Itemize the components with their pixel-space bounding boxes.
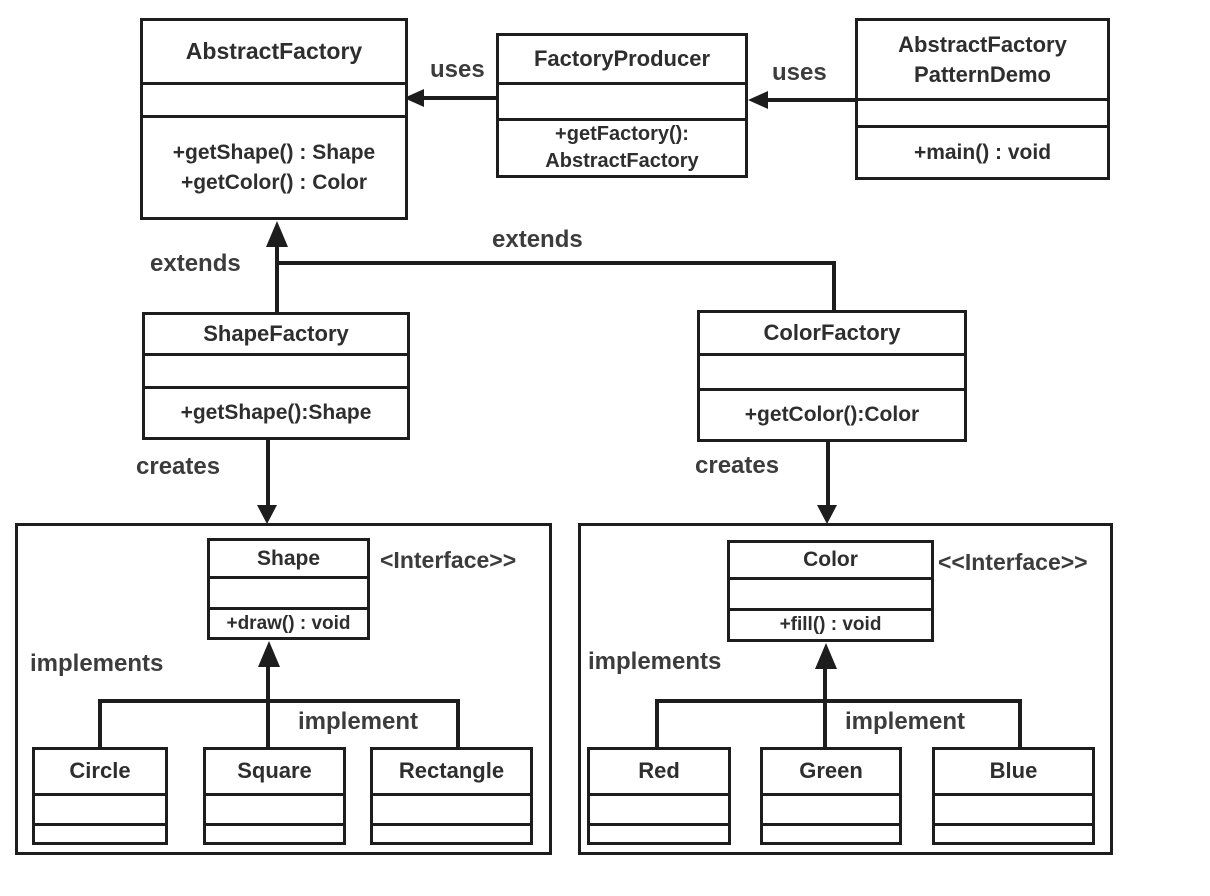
arrowhead-down-icon [817, 505, 837, 524]
class-box-colorfactory: ColorFactory +getColor():Color [697, 310, 967, 442]
empty-fields-compartment [373, 793, 530, 823]
implements-line-rectangle [456, 699, 460, 747]
uml-method: +getShape():Shape [180, 401, 372, 424]
class-box-square: Square [203, 747, 346, 845]
empty-fields-compartment [858, 98, 1107, 125]
implements-line-green [823, 662, 827, 747]
class-title: Red [638, 758, 680, 784]
extends-line-horizontal [275, 261, 836, 265]
uml-method: AbstractFactory [545, 150, 699, 172]
class-title: Shape [256, 546, 321, 570]
uml-method: +getColor():Color [744, 403, 920, 426]
class-box-abstractfactorypatterndemo: AbstractFactory PatternDemo +main() : vo… [855, 18, 1110, 180]
creates-line-color [826, 442, 830, 508]
implements-line-circle [98, 699, 102, 747]
implement-label: implement [845, 708, 966, 735]
extends-line-colorfactory [832, 261, 836, 310]
empty-methods-compartment [763, 823, 899, 842]
implements-label: implements [588, 648, 722, 675]
class-box-color: Color +fill() : void [727, 540, 934, 642]
interface-stereotype-label: <Interface>> [380, 547, 517, 573]
class-title: Green [799, 758, 863, 784]
arrowhead-up-icon [266, 221, 288, 247]
empty-fields-compartment [143, 82, 405, 115]
class-title: Square [237, 758, 312, 784]
extends-label: extends [150, 250, 241, 277]
uml-method: +getColor() : Color [180, 170, 368, 194]
class-title: Circle [69, 758, 131, 784]
empty-fields-compartment [763, 793, 899, 823]
interface-stereotype-label: <<Interface>> [938, 549, 1088, 575]
empty-fields-compartment [590, 793, 728, 823]
empty-methods-compartment [35, 823, 165, 842]
extends-label: extends [492, 226, 583, 253]
uses-line-demo [766, 98, 855, 102]
uses-label: uses [430, 56, 485, 83]
empty-methods-compartment [373, 823, 530, 842]
class-box-shape: Shape +draw() : void [207, 538, 370, 640]
implements-line-square [266, 660, 270, 747]
uml-method: +draw() : void [226, 612, 351, 634]
implements-line-red [655, 699, 659, 747]
creates-line-shape [266, 440, 270, 508]
empty-fields-compartment [35, 793, 165, 823]
empty-fields-compartment [206, 793, 343, 823]
arrowhead-left-icon [748, 91, 768, 109]
class-box-red: Red [587, 747, 731, 845]
class-title: ShapeFactory [203, 320, 349, 346]
creates-label: creates [136, 453, 221, 480]
class-title: Blue [989, 758, 1038, 784]
implements-line-horizontal-color [655, 699, 1022, 703]
class-title-line1: AbstractFactory [898, 31, 1067, 57]
implement-label: implement [298, 708, 419, 735]
uml-method: +fill() : void [779, 614, 882, 635]
empty-fields-compartment [210, 576, 367, 607]
class-title: FactoryProducer [533, 45, 711, 71]
arrowhead-up-icon [815, 643, 837, 669]
class-box-green: Green [760, 747, 902, 845]
class-title-line2: PatternDemo [914, 61, 1051, 87]
creates-label: creates [695, 452, 780, 479]
arrowhead-left-icon [404, 89, 424, 107]
implements-label: implements [30, 650, 164, 677]
class-box-blue: Blue [932, 747, 1095, 845]
class-box-rectangle: Rectangle [370, 747, 533, 845]
class-title: AbstractFactory [185, 37, 363, 64]
class-box-factoryproducer: FactoryProducer +getFactory(): AbstractF… [496, 33, 748, 178]
empty-fields-compartment [700, 353, 964, 388]
empty-methods-compartment [935, 823, 1092, 842]
class-title: ColorFactory [763, 319, 901, 345]
class-box-circle: Circle [32, 747, 168, 845]
uses-label: uses [772, 59, 827, 86]
extends-line-shapefactory [275, 245, 279, 312]
empty-fields-compartment [935, 793, 1092, 823]
implements-line-blue [1018, 699, 1022, 747]
uml-method: +getShape() : Shape [172, 140, 376, 164]
empty-fields-compartment [499, 82, 745, 118]
implements-line-horizontal-shape [98, 699, 460, 703]
class-title: Rectangle [398, 758, 505, 784]
class-title: Color [803, 548, 858, 572]
uses-line-producer [422, 96, 496, 100]
class-box-shapefactory: ShapeFactory +getShape():Shape [142, 312, 410, 440]
arrowhead-up-icon [258, 641, 280, 667]
uml-method: +getFactory(): [555, 123, 689, 145]
uml-method: +main() : void [913, 140, 1052, 164]
empty-fields-compartment [145, 353, 407, 386]
class-box-abstractfactory: AbstractFactory +getShape() : Shape +get… [140, 18, 408, 220]
empty-methods-compartment [206, 823, 343, 842]
arrowhead-down-icon [257, 505, 277, 524]
empty-methods-compartment [590, 823, 728, 842]
empty-fields-compartment [730, 577, 931, 608]
